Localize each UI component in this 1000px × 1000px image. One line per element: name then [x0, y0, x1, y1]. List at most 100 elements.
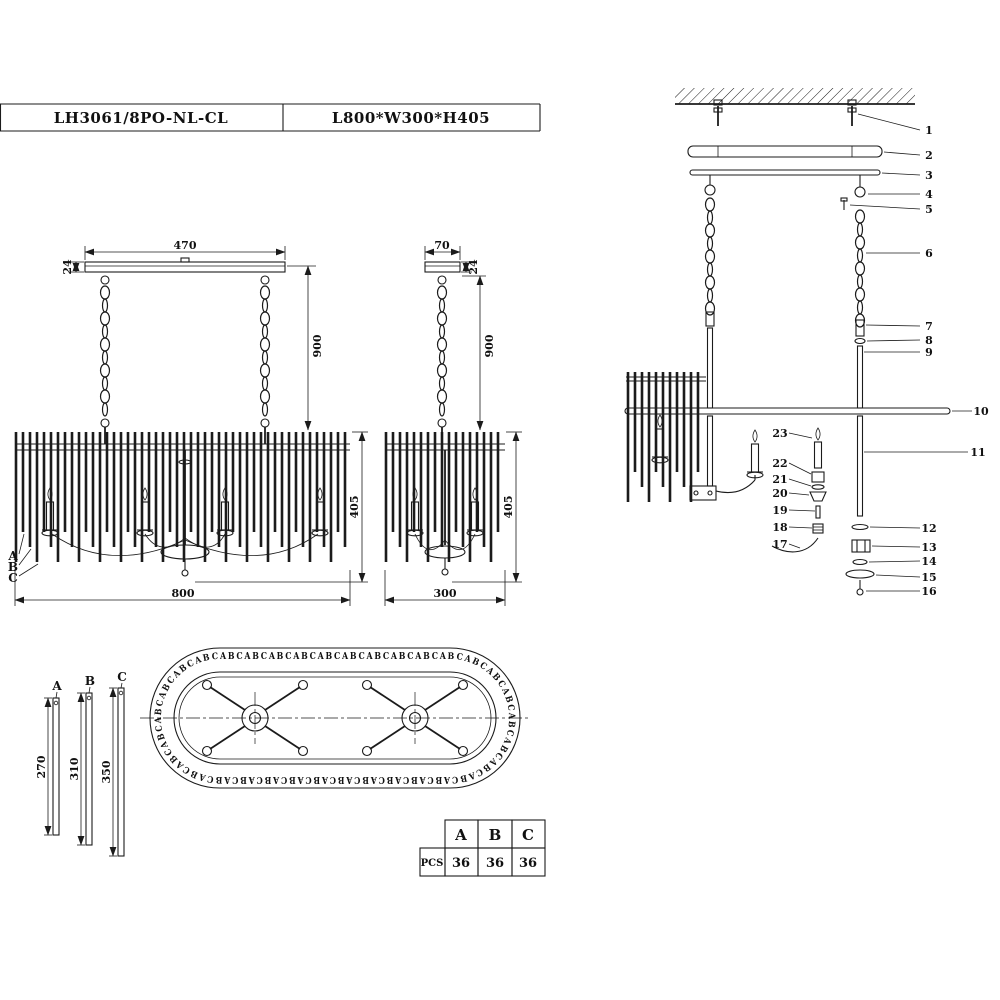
table-col-a: A	[454, 826, 467, 844]
left-callouts: 23 22 21 20 19 18 17	[772, 427, 788, 551]
dim-width-side: 300	[384, 570, 506, 606]
ceiling-canopy	[84, 257, 286, 273]
dim-405-text: 405	[348, 496, 361, 519]
candle-icon	[746, 429, 764, 479]
table-col-b: B	[489, 826, 502, 844]
dim-800-text: 800	[172, 587, 195, 600]
rod-label-a: A	[7, 549, 18, 563]
candle-parts-stack	[771, 427, 827, 553]
chain-exploded-left	[704, 197, 716, 316]
bottom-parts-stack	[845, 523, 875, 596]
dim-length: 800	[14, 570, 351, 606]
dim-canopy-width-side: 70	[424, 239, 461, 260]
callout-4: 4	[925, 188, 933, 201]
candle-icon	[136, 487, 154, 537]
dim-drop: 900	[287, 265, 324, 431]
detail-a-length: 270	[35, 755, 48, 778]
callout-3: 3	[925, 169, 933, 182]
table-qty-c: 36	[519, 856, 537, 871]
dim-900-text: 900	[311, 334, 324, 357]
dim-900-side-text: 900	[483, 334, 496, 357]
callout-14: 14	[921, 555, 937, 568]
model-number: LH3061/8PO-NL-CL	[54, 109, 228, 127]
hanging-hooks	[704, 175, 866, 210]
table-qty-a: 36	[452, 856, 470, 871]
detail-c-label: C	[117, 670, 127, 684]
callout-19: 19	[772, 504, 787, 517]
rod-cluster	[626, 372, 717, 502]
table-qty-b: 36	[486, 856, 504, 871]
rod-label-b: B	[8, 560, 18, 574]
callout-21: 21	[772, 473, 787, 486]
dim-canopy-height-side: 24	[461, 259, 480, 275]
crystal-rod-fringe	[14, 432, 350, 562]
callout-23: 23	[772, 427, 787, 440]
fixture-dimensions: L800*W300*H405	[332, 109, 490, 127]
detail-c: C 350	[100, 670, 127, 857]
callout-16: 16	[921, 585, 937, 598]
callout-18: 18	[772, 521, 788, 534]
dim-70-text: 70	[434, 239, 450, 252]
detail-a-label: A	[51, 679, 62, 693]
plan-view: ABCABCABCABCABCABCABCABCABCABCABCABCABCA…	[140, 647, 530, 789]
dim-canopy-height: 24	[61, 259, 84, 275]
table-row-label: PCS	[421, 858, 444, 869]
exploded-view: 1 2 3 4 5 6 7 8 9 10 11 12 13 14 15 16	[624, 88, 989, 598]
center-column	[51, 450, 319, 577]
callout-10: 10	[973, 405, 989, 418]
chain-exploded-right	[854, 209, 866, 328]
front-view: 470 24	[7, 239, 368, 606]
callout-20: 20	[772, 487, 788, 500]
horizontal-frame-rod	[624, 407, 951, 415]
callout-6: 6	[925, 247, 933, 260]
left-callout-leaders	[788, 432, 816, 549]
dim-24-side-text: 24	[467, 259, 480, 275]
center-column-side	[414, 450, 476, 576]
detail-b-label: B	[85, 674, 95, 688]
callout-15: 15	[921, 571, 936, 584]
chain-left	[99, 275, 111, 444]
bulb-icon	[813, 427, 823, 469]
callout-8: 8	[925, 334, 933, 347]
ceiling-canopy-side	[424, 261, 461, 273]
dim-canopy-width: 470	[84, 239, 286, 260]
detail-b-length: 310	[68, 757, 81, 780]
crystal-rod-fringe-side	[384, 432, 505, 562]
callout-13: 13	[921, 541, 936, 554]
dim-drop-side: 900	[462, 275, 496, 431]
title-block: LH3061/8PO-NL-CL L800*W300*H405	[0, 103, 541, 132]
callout-22: 22	[772, 457, 787, 470]
callout-17: 17	[772, 538, 787, 551]
hub-right	[361, 679, 469, 757]
mounting-plate	[687, 145, 883, 158]
dim-body-height-side: 405	[452, 431, 522, 583]
dim-body-height: 405	[195, 431, 368, 583]
dim-300-text: 300	[434, 587, 457, 600]
callout-2: 2	[925, 149, 933, 162]
dim-24-text: 24	[61, 259, 74, 275]
callout-1: 1	[925, 124, 933, 137]
candle-icon	[311, 487, 329, 537]
callout-12: 12	[921, 522, 936, 535]
dim-405-side-text: 405	[502, 496, 515, 519]
callout-5: 5	[925, 203, 933, 216]
right-callout-leaders	[849, 113, 972, 592]
chain-side	[436, 275, 448, 444]
right-callouts: 1 2 3 4 5 6 7 8 9 10 11 12 13 14 15 16	[921, 124, 989, 598]
anchor-screws	[713, 106, 857, 126]
hub-left	[201, 679, 309, 757]
callout-7: 7	[925, 320, 933, 333]
cover-bar	[689, 169, 881, 176]
callout-11: 11	[970, 446, 985, 459]
candle-icon	[651, 414, 669, 464]
detail-b: B 310	[68, 674, 95, 846]
chain-right	[259, 275, 271, 444]
dim-470-text: 470	[174, 239, 197, 252]
callout-9: 9	[925, 346, 933, 359]
detail-c-length: 350	[100, 760, 113, 783]
detail-a: A 270	[35, 679, 62, 836]
rod-label-c: C	[8, 571, 18, 585]
side-view: 70 24 900	[384, 239, 522, 606]
